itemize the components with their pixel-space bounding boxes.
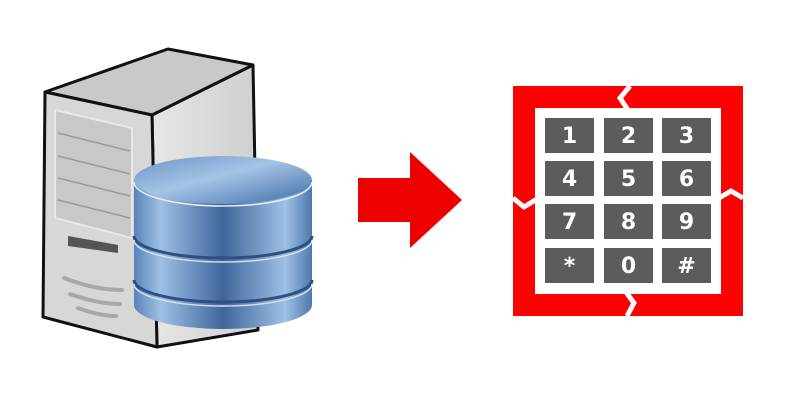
key-background bbox=[604, 118, 653, 153]
key-background bbox=[662, 248, 711, 283]
key-background bbox=[662, 118, 711, 153]
key-label: 7 bbox=[562, 210, 577, 235]
keypad-key: 0 bbox=[604, 248, 653, 283]
key-background bbox=[662, 204, 711, 239]
keypad-key: 4 bbox=[545, 161, 594, 196]
database-icon bbox=[132, 156, 314, 329]
keypad-key: 1 bbox=[545, 118, 594, 153]
arrow-right-icon bbox=[358, 152, 462, 248]
key-label: 1 bbox=[562, 124, 577, 149]
keypad-key: 6 bbox=[662, 161, 711, 196]
key-background bbox=[604, 248, 653, 283]
keypad-key: 3 bbox=[662, 118, 711, 153]
key-label: 3 bbox=[679, 124, 694, 149]
key-background bbox=[545, 248, 594, 283]
keypad-key: * bbox=[545, 248, 594, 283]
key-background bbox=[604, 161, 653, 196]
key-label: * bbox=[564, 254, 576, 279]
keypad-icon: 1 2 3 4 5 6 7 8 9 * 0 # bbox=[511, 84, 745, 318]
key-label: 4 bbox=[562, 167, 577, 192]
key-background bbox=[545, 161, 594, 196]
key-label: 5 bbox=[621, 167, 636, 192]
key-background bbox=[604, 204, 653, 239]
key-background bbox=[662, 161, 711, 196]
keypad-key: 2 bbox=[604, 118, 653, 153]
key-label: 0 bbox=[621, 254, 636, 279]
key-label: 8 bbox=[621, 210, 636, 235]
key-background bbox=[545, 118, 594, 153]
keypad-key: 9 bbox=[662, 204, 711, 239]
key-label: 9 bbox=[679, 210, 694, 235]
keypad-key: 5 bbox=[604, 161, 653, 196]
key-background bbox=[545, 204, 594, 239]
keypad-key: 7 bbox=[545, 204, 594, 239]
keypad-key: # bbox=[662, 248, 711, 283]
key-label: # bbox=[677, 254, 695, 279]
keypad-key: 8 bbox=[604, 204, 653, 239]
key-label: 6 bbox=[679, 167, 694, 192]
key-label: 2 bbox=[621, 124, 636, 149]
